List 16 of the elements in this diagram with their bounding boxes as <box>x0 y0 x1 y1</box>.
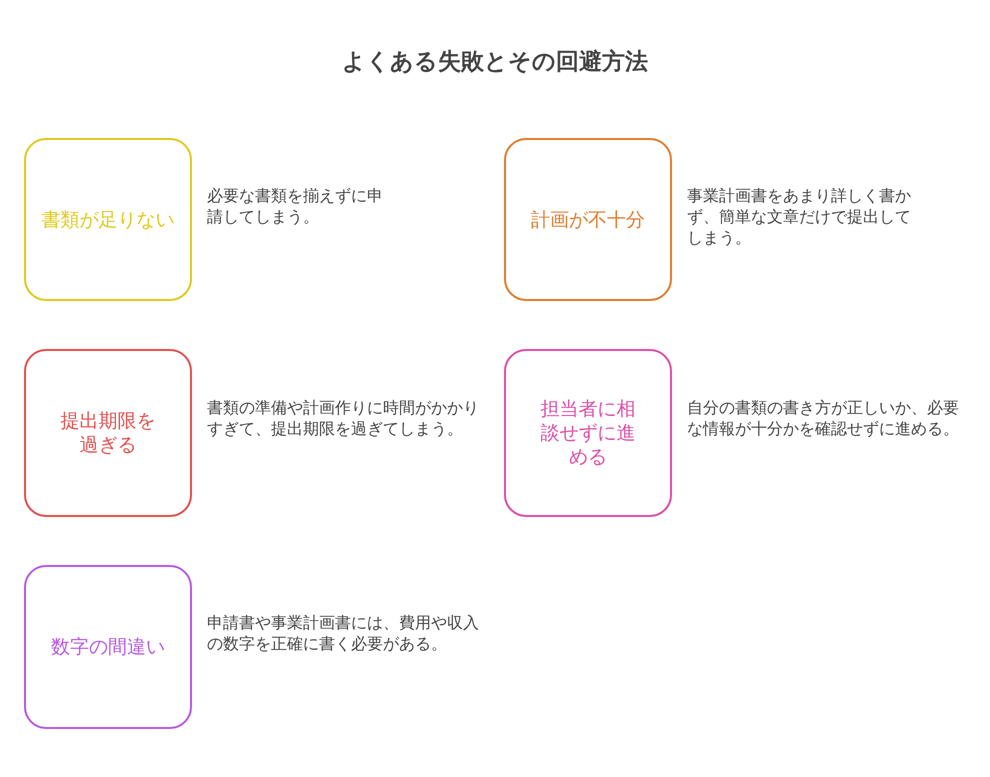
description-text: 必要な書類を揃えずに申請してしまう。 <box>207 185 384 227</box>
description-text: 書類の準備や計画作りに時間がかかりすぎて、提出期限を過ぎてしまう。 <box>207 397 480 439</box>
box-label: 担当者に相談せずに進める <box>540 397 636 469</box>
rounded-box <box>504 349 672 517</box>
title: よくある失敗とその回避方法 <box>341 48 649 77</box>
description-text: 自分の書類の書き方が正しいか、必要な情報が十分かを確認せずに進める。 <box>687 397 960 439</box>
box-label: 計画が不十分 <box>530 208 646 232</box>
description-text: 申請書や事業計画書には、費用や収入の数字を正確に書く必要がある。 <box>207 612 480 654</box>
rounded-box <box>504 138 672 301</box>
description-text: 事業計画書をあまり詳しく書かず、簡単な文章だけで提出してしまう。 <box>687 185 912 248</box>
rounded-box <box>24 565 192 729</box>
box-label: 提出期限を過ぎる <box>60 409 156 457</box>
rounded-box <box>24 349 192 517</box>
box-label: 書類が足りない <box>40 208 176 232</box>
box-label: 数字の間違い <box>50 635 166 659</box>
rounded-box <box>24 138 192 301</box>
